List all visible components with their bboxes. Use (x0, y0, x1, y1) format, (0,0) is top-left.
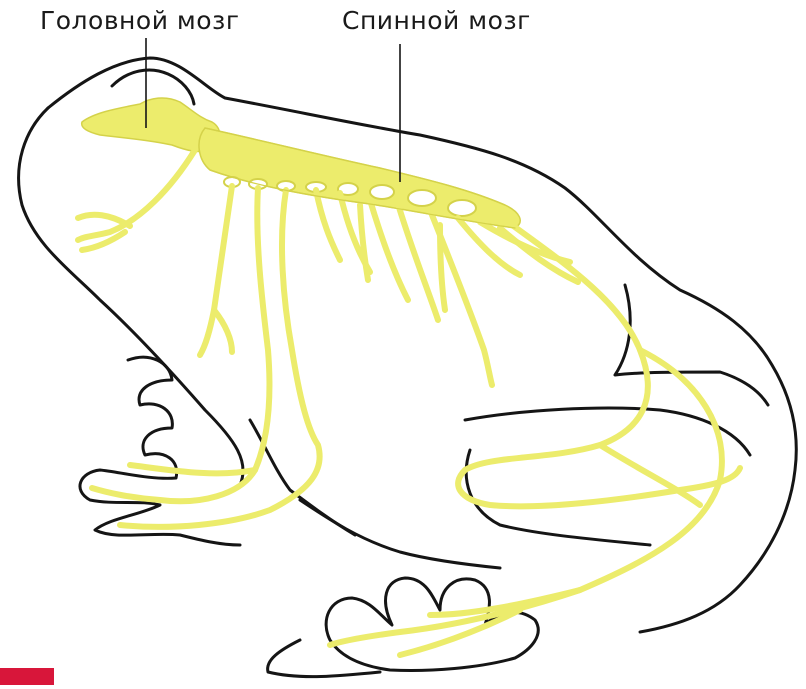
spinal-cord-label: Спинной мозг (342, 6, 531, 35)
nerve-head (78, 150, 195, 240)
nerve-branch (214, 310, 232, 352)
frog-belly-outline (300, 500, 500, 568)
vertebra (448, 200, 476, 216)
nerve-branch (316, 190, 340, 260)
vertebra (408, 190, 436, 206)
nervous-system (78, 98, 740, 655)
frog-outline (19, 58, 797, 677)
nerve-arm (130, 465, 255, 473)
frog-front-toes-outline (80, 357, 240, 545)
nerve-branch (360, 205, 368, 280)
corner-red-mark (0, 668, 54, 685)
nerve-head (78, 215, 130, 226)
vertebra (370, 185, 394, 199)
brain-label: Головной мозг (40, 6, 239, 35)
frog-hind-toes-outline (326, 578, 538, 671)
frog-body-outline (48, 58, 796, 632)
frog-hind-foot-outline (268, 640, 380, 677)
